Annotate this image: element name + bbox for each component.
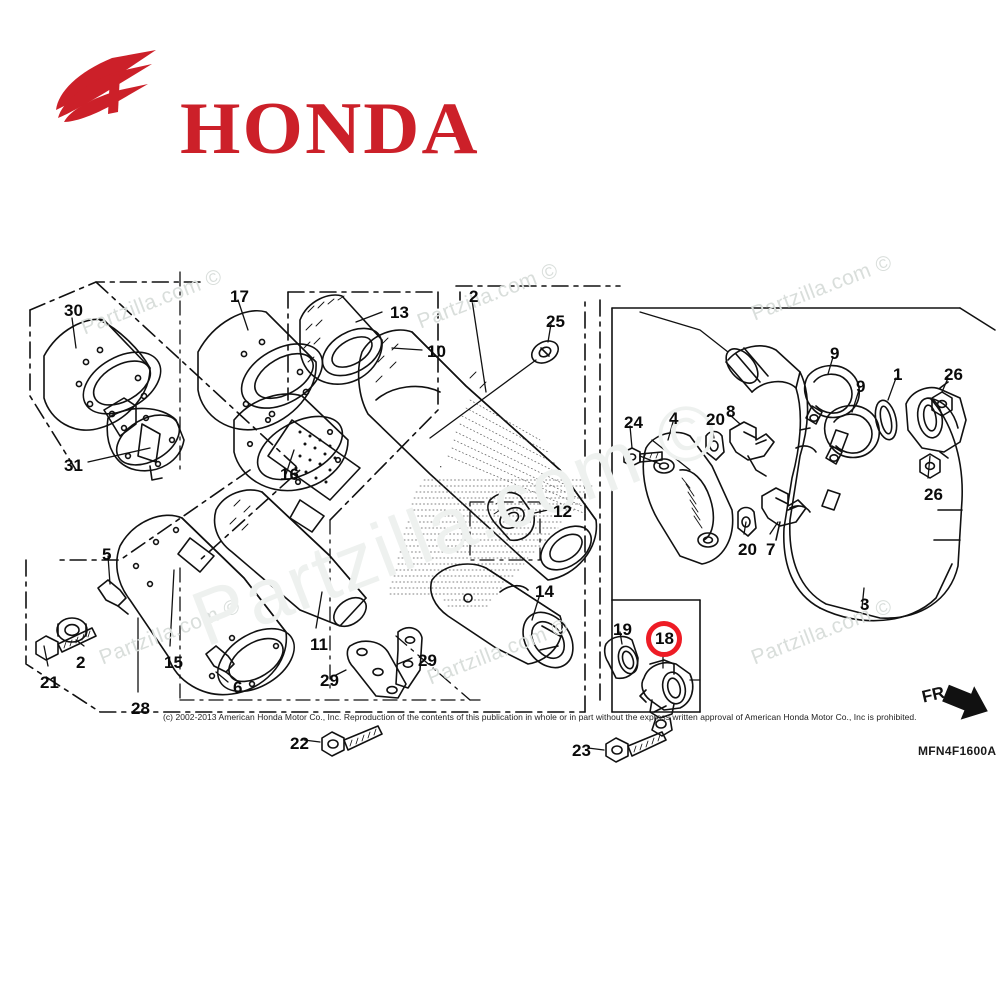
callout-9[interactable]: 9 [830, 344, 840, 363]
callout-24[interactable]: 24 [624, 413, 643, 432]
honda-wing-icon [56, 50, 156, 122]
callout-20[interactable]: 20 [706, 410, 725, 429]
callout-5[interactable]: 5 [102, 545, 112, 564]
callout-26[interactable]: 26 [944, 365, 963, 384]
callout-8[interactable]: 8 [726, 402, 736, 421]
callout-11[interactable]: 11 [310, 635, 328, 654]
callout-12[interactable]: 12 [553, 502, 572, 521]
copyright-notice: (c) 2002-2013 American Honda Motor Co., … [163, 712, 917, 722]
callout-22[interactable]: 22 [290, 734, 309, 753]
front-direction-indicator: FR. [920, 682, 996, 730]
callout-15[interactable]: 15 [164, 653, 183, 672]
brand-header: HONDA [48, 42, 568, 166]
diagram-code: MFN4F1600A [918, 744, 997, 758]
callout-2[interactable]: 2 [76, 653, 86, 672]
callout-30[interactable]: 30 [64, 301, 83, 320]
callout-6[interactable]: 6 [233, 678, 243, 697]
honda-wordmark: HONDA [180, 88, 480, 170]
callout-7[interactable]: 7 [766, 540, 776, 559]
callout-18[interactable]: 18 [655, 629, 674, 648]
callout-25[interactable]: 25 [546, 312, 565, 331]
callout-29[interactable]: 29 [320, 671, 339, 690]
callout-19[interactable]: 19 [613, 620, 632, 639]
callout-16[interactable]: 16 [280, 465, 299, 484]
callout-9[interactable]: 9 [856, 377, 866, 396]
callout-2[interactable]: 2 [469, 287, 479, 306]
callout-29[interactable]: 29 [418, 651, 437, 670]
callout-20[interactable]: 20 [738, 540, 757, 559]
callout-3[interactable]: 3 [860, 595, 870, 614]
callout-13[interactable]: 13 [390, 303, 409, 322]
callout-31[interactable]: 31 [64, 456, 83, 475]
callout-17[interactable]: 17 [230, 287, 249, 306]
callout-10[interactable]: 10 [427, 342, 446, 361]
callout-23[interactable]: 23 [572, 741, 591, 760]
callout-21[interactable]: 21 [40, 673, 59, 692]
front-direction-arrow-icon [942, 684, 988, 720]
callout-highlight-ring [646, 621, 682, 657]
callout-28[interactable]: 28 [131, 699, 150, 718]
callout-26[interactable]: 26 [924, 485, 943, 504]
callout-1[interactable]: 1 [893, 365, 903, 384]
callout-14[interactable]: 14 [535, 582, 554, 601]
callout-4[interactable]: 4 [669, 409, 679, 428]
